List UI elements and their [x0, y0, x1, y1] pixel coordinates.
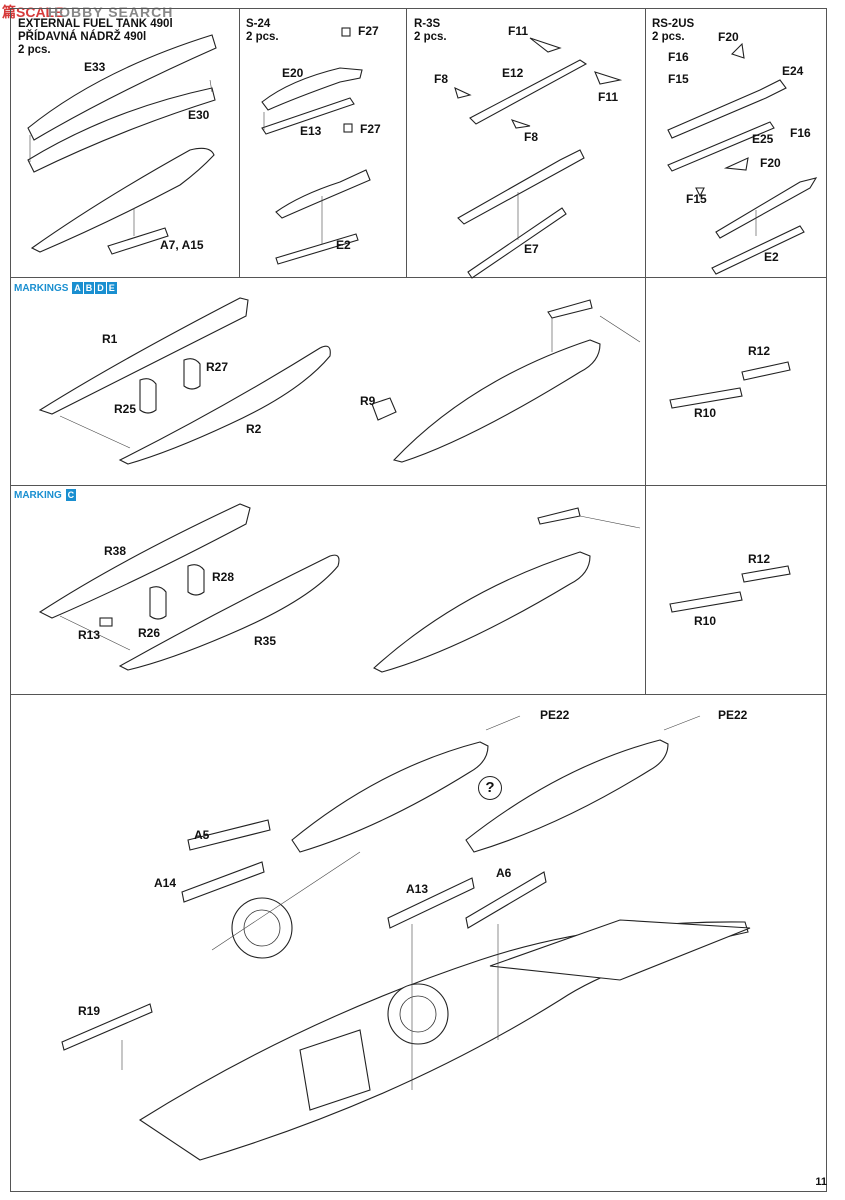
label-r1: R1	[102, 332, 118, 346]
label-f27-b: F27	[360, 122, 381, 136]
label-r10-a: R10	[694, 406, 717, 420]
label-a5: A5	[194, 828, 210, 842]
fuel-tank-qty: 2 pcs.	[18, 44, 51, 56]
marking-c-prefix: MARKING	[14, 490, 62, 501]
page-number: 11	[815, 1176, 827, 1188]
label-r35: R35	[254, 634, 277, 648]
label-f11-a: F11	[508, 24, 529, 38]
label-e2-rs2us: E2	[764, 250, 779, 264]
label-e20: E20	[282, 66, 304, 80]
label-e2-s24: E2	[336, 238, 351, 252]
rs2us-qty: 2 pcs.	[652, 31, 685, 43]
label-f20-a: F20	[718, 30, 739, 44]
label-f27-a: F27	[358, 24, 379, 38]
label-r2: R2	[246, 422, 262, 436]
s24-qty: 2 pcs.	[246, 31, 279, 43]
label-r12-a: R12	[748, 344, 771, 358]
marking-box-d: D	[95, 282, 106, 294]
label-f15-a: F15	[668, 72, 689, 86]
label-r25: R25	[114, 402, 137, 416]
marking-box-a: A	[72, 282, 83, 294]
fuel-tank-title: EXTERNAL FUEL TANK 490l	[18, 18, 173, 30]
question-mark-icon: ?	[478, 776, 502, 800]
label-f20-b: F20	[760, 156, 781, 170]
label-pe22-a: PE22	[540, 708, 570, 722]
label-r38: R38	[104, 544, 127, 558]
label-f15-b: F15	[686, 192, 707, 206]
fuel-tank-title-cz: PŘÍDAVNÁ NÁDRŽ 490l	[18, 31, 147, 43]
label-e13: E13	[300, 124, 322, 138]
label-f8-b: F8	[524, 130, 539, 144]
label-a14: A14	[154, 876, 177, 890]
label-a7-a15: A7, A15	[160, 238, 204, 252]
label-r27: R27	[206, 360, 229, 374]
marking-box-b: B	[83, 282, 95, 294]
label-r28: R28	[212, 570, 235, 584]
rs2us-title: RS-2US	[652, 18, 695, 30]
label-r13: R13	[78, 628, 101, 642]
label-f11-b: F11	[598, 90, 619, 104]
label-r10-c: R10	[694, 614, 717, 628]
label-r26: R26	[138, 626, 161, 640]
label-e33: E33	[84, 60, 106, 74]
marking-c-header: MARKING C	[14, 489, 77, 501]
r3s-drawing	[454, 37, 623, 279]
marking-c-drawing	[38, 503, 791, 673]
r3s-qty: 2 pcs.	[414, 31, 447, 43]
label-e25: E25	[752, 132, 774, 146]
rs2us-drawing	[667, 42, 818, 275]
s24-title: S-24	[246, 18, 271, 30]
fuel-tank-drawing	[27, 34, 217, 255]
r3s-title: R-3S	[414, 18, 441, 30]
label-e30: E30	[188, 108, 210, 122]
marking-box-c: C	[65, 489, 77, 501]
label-a13: A13	[406, 882, 429, 896]
s24-drawing	[261, 27, 371, 265]
label-r12-c: R12	[748, 552, 771, 566]
label-e12: E12	[502, 66, 524, 80]
label-e24: E24	[782, 64, 804, 78]
label-a6: A6	[496, 866, 512, 880]
label-e7: E7	[524, 242, 539, 256]
label-r19: R19	[78, 1004, 101, 1018]
label-f16-b: F16	[790, 126, 811, 140]
label-f8-a: F8	[434, 72, 449, 86]
markings-abde-drawing	[38, 297, 791, 465]
marking-box-e: E	[106, 282, 117, 294]
panel-bottom	[10, 694, 827, 1192]
label-f16-a: F16	[668, 50, 689, 64]
markings-prefix: MARKINGS	[14, 283, 69, 294]
label-r9: R9	[360, 394, 376, 408]
aircraft-assembly-drawing	[61, 715, 751, 1161]
label-pe22-b: PE22	[718, 708, 748, 722]
